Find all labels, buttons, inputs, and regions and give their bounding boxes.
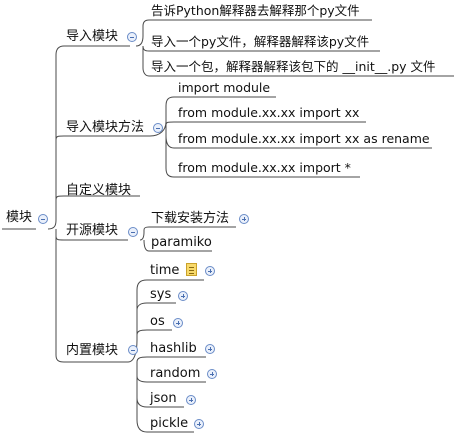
builtin-random[interactable]: random (150, 366, 201, 381)
collapse-icon[interactable] (127, 32, 137, 42)
method-item[interactable]: from module.xx.xx import * (178, 160, 351, 175)
branch-import[interactable]: 导入模块 (66, 29, 119, 44)
opensource-paramiko[interactable]: paramiko (151, 235, 212, 250)
collapse-icon[interactable] (128, 345, 138, 355)
expand-icon[interactable] (205, 266, 215, 276)
method-item[interactable]: import module (178, 80, 271, 95)
opensource-download[interactable]: 下载安装方法 (151, 211, 230, 226)
builtin-time[interactable]: time (150, 263, 180, 278)
expand-icon[interactable] (194, 419, 204, 429)
import-child[interactable]: 告诉Python解释器去解释那个py文件 (151, 3, 360, 18)
collapse-icon[interactable] (38, 214, 48, 224)
branch-import-methods[interactable]: 导入模块方法 (66, 120, 145, 135)
expand-icon[interactable] (207, 369, 217, 379)
builtin-hashlib[interactable]: hashlib (150, 341, 197, 356)
branch-custom[interactable]: 自定义模块 (66, 183, 132, 198)
expand-icon[interactable] (173, 318, 183, 328)
expand-icon[interactable] (239, 214, 249, 224)
import-child[interactable]: 导入一个py文件，解释器解释该py文件 (151, 34, 370, 49)
builtin-os[interactable]: os (150, 314, 165, 329)
method-item[interactable]: from module.xx.xx import xx (178, 105, 360, 120)
branch-builtin[interactable]: 内置模块 (66, 343, 119, 358)
builtin-sys[interactable]: sys (150, 287, 172, 302)
collapse-icon[interactable] (128, 227, 138, 237)
note-icon[interactable] (186, 263, 197, 276)
method-item[interactable]: from module.xx.xx import xx as rename (178, 131, 430, 146)
collapse-icon[interactable] (153, 123, 163, 133)
builtin-json[interactable]: json (150, 391, 177, 406)
root-node[interactable]: 模块 (6, 210, 33, 225)
expand-icon[interactable] (205, 344, 215, 354)
builtin-pickle[interactable]: pickle (150, 416, 189, 431)
expand-icon[interactable] (178, 291, 188, 301)
branch-opensource[interactable]: 开源模块 (66, 223, 119, 238)
import-child[interactable]: 导入一个包，解释器解释该包下的 __init__.py 文件 (151, 59, 436, 74)
expand-icon[interactable] (186, 395, 196, 405)
